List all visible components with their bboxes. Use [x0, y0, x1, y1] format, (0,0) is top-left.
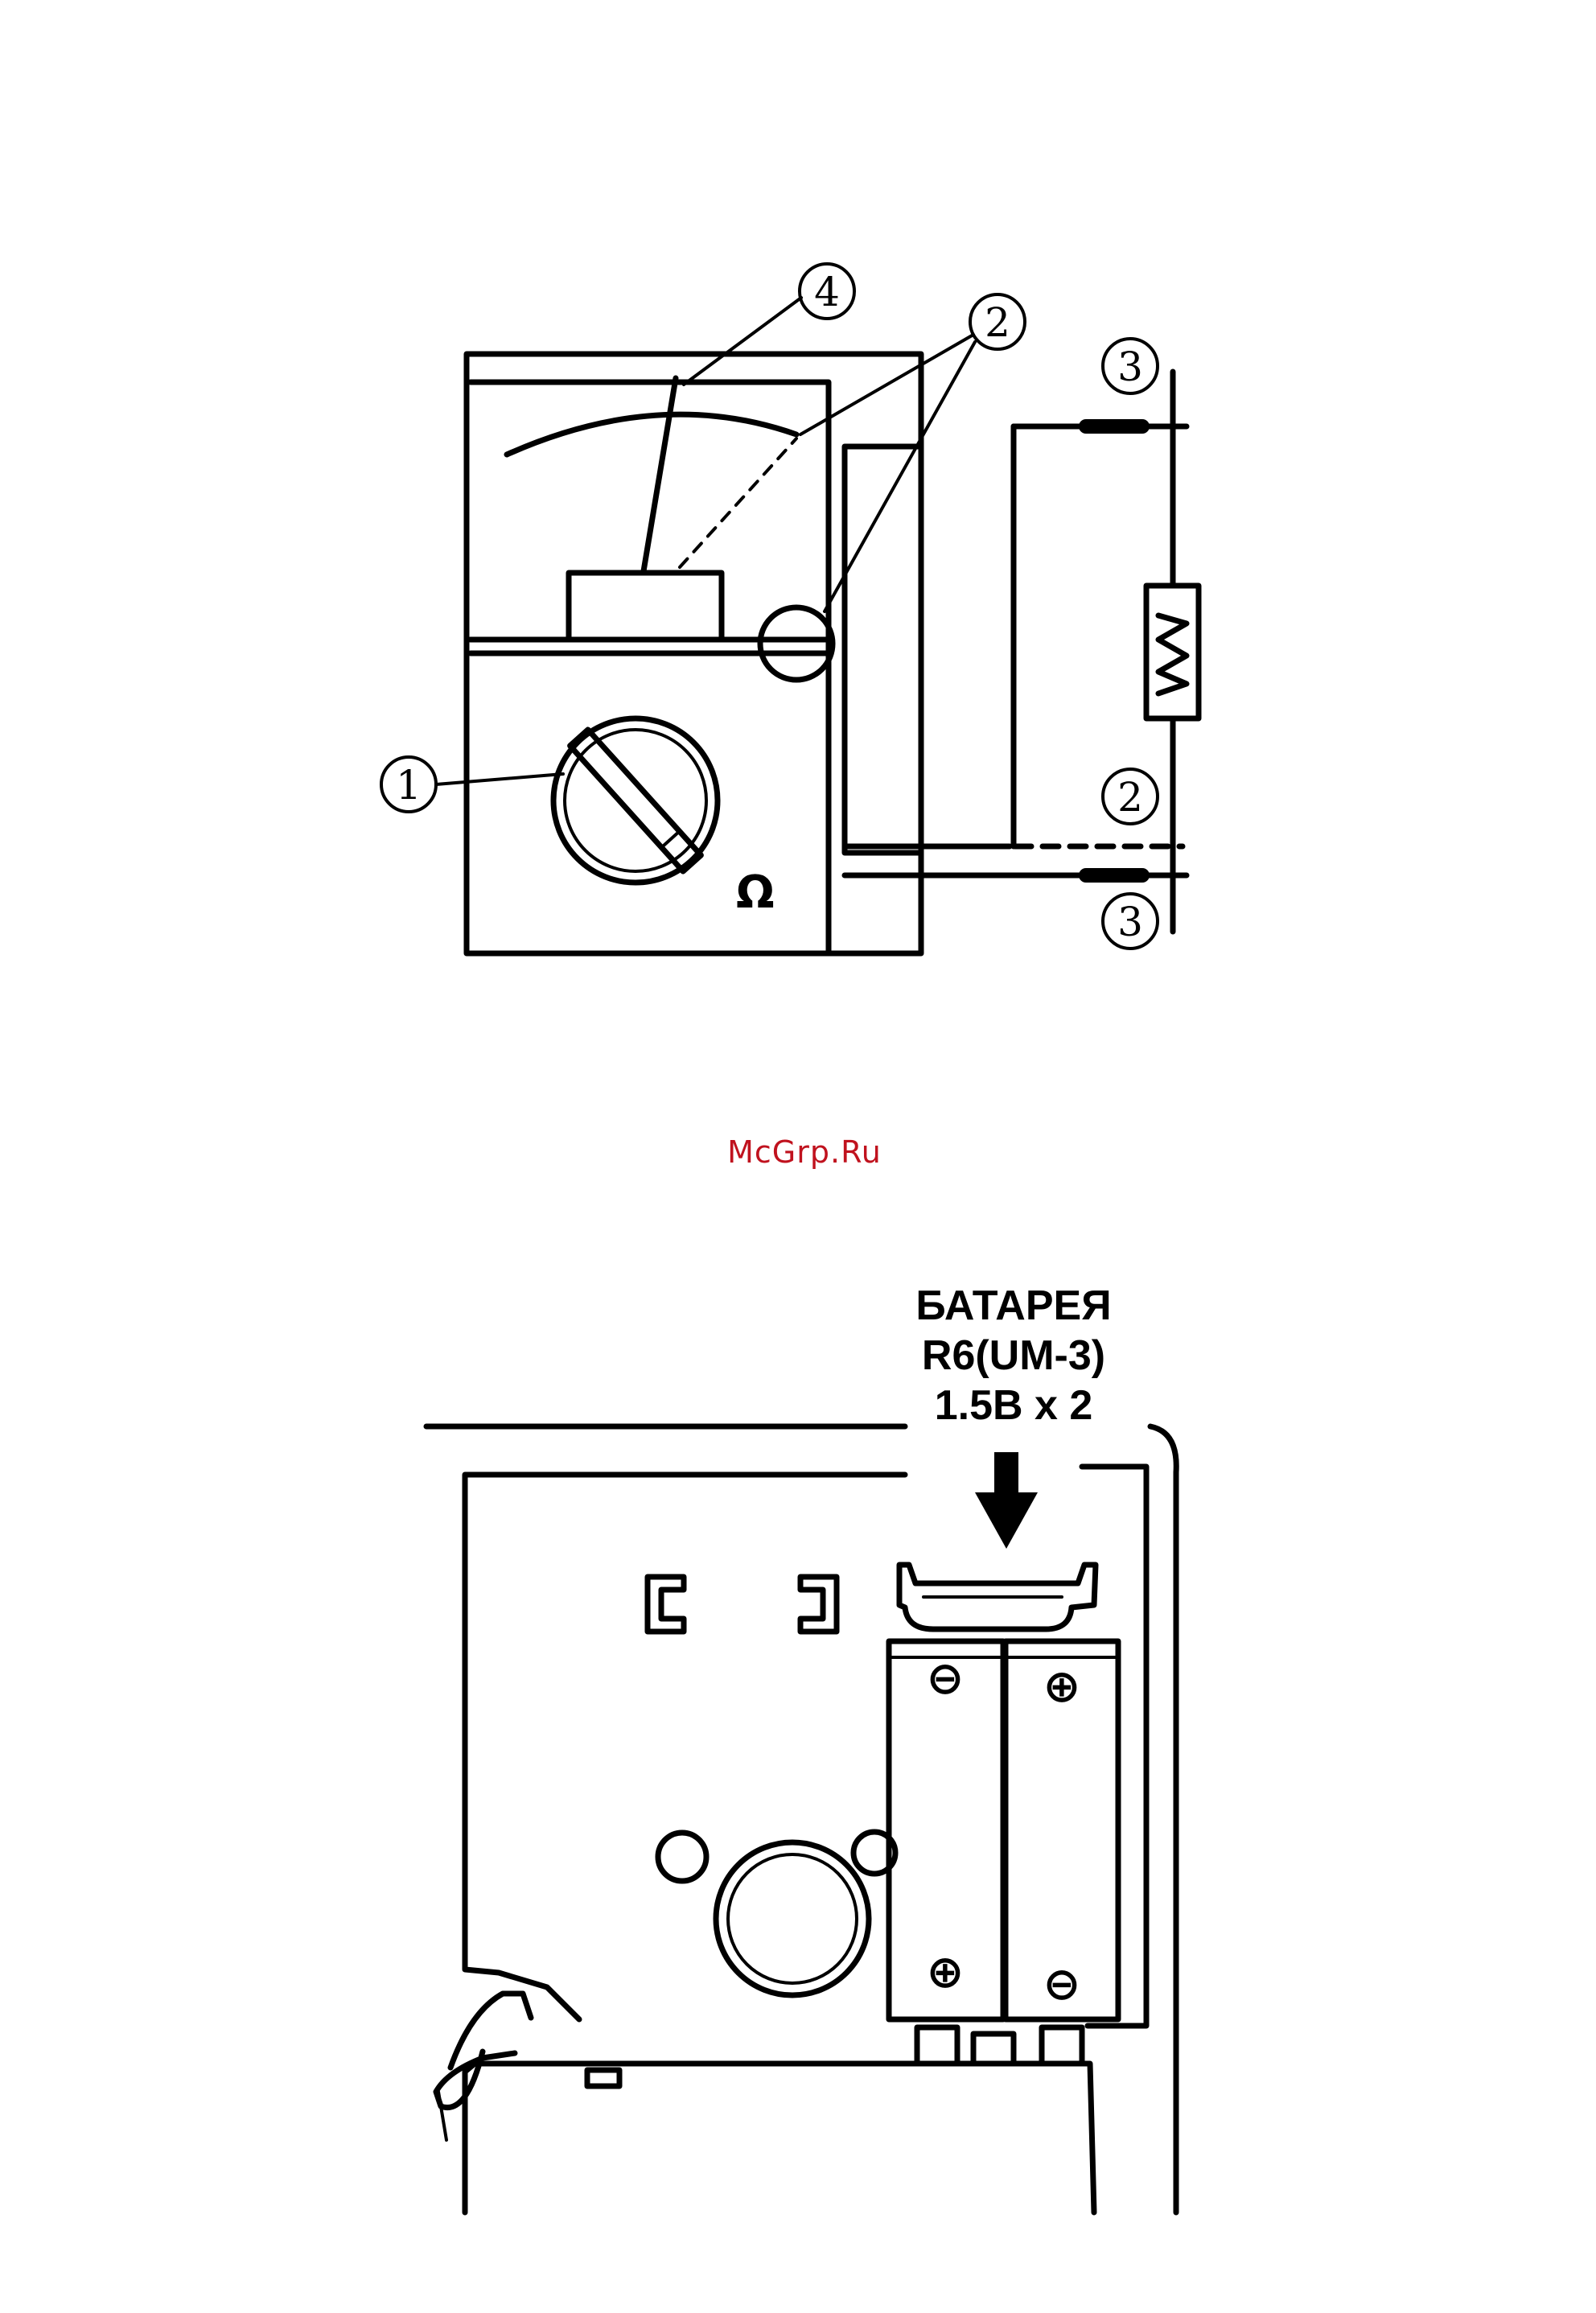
- callout-4: 4: [814, 269, 840, 315]
- zero-adjust-knob: [760, 607, 833, 680]
- battery-cell-right: [1006, 1641, 1118, 2019]
- callout-2-side: 2: [1117, 774, 1143, 821]
- ohm-meter-diagram: Ω 1 4 2 3 2: [0, 0, 1596, 1046]
- battery-clip: [899, 1565, 1096, 1629]
- dial-pointer: [570, 730, 701, 871]
- meter-scale-arc: [507, 414, 796, 455]
- battery-label-line3: 1.5В x 2: [877, 1381, 1150, 1430]
- callout-3-bottom: 3: [1117, 899, 1143, 945]
- polarity-minus-right: ⊖: [1043, 1958, 1081, 2010]
- ohm-symbol: Ω: [736, 866, 775, 919]
- battery-cell-left: [889, 1641, 1003, 2019]
- watermark: McGrp.Ru: [724, 1134, 885, 1170]
- slot-left: [648, 1577, 684, 1632]
- meter-window: [471, 382, 829, 640]
- needle-zero-position: [680, 438, 796, 567]
- battery-label: БАТАРЕЯ R6(UM-3) 1.5В x 2: [877, 1281, 1150, 1430]
- polarity-minus-left: ⊖: [927, 1652, 965, 1705]
- slot-right: [800, 1577, 837, 1632]
- hinge-hook: [436, 2052, 515, 2108]
- needle-pivot: [569, 573, 722, 640]
- speaker: [716, 1842, 869, 1995]
- callout-2-top: 2: [985, 299, 1010, 346]
- polarity-plus-right: ⊕: [1043, 1661, 1081, 1713]
- resistor: [1146, 586, 1199, 718]
- range-selector-dial: [553, 718, 718, 883]
- meter-needle: [644, 378, 676, 571]
- callout-1: 1: [396, 762, 422, 809]
- battery-label-line1: БАТАРЕЯ: [877, 1281, 1150, 1331]
- callout-3-top: 3: [1117, 344, 1143, 390]
- battery-label-line2: R6(UM-3): [877, 1331, 1150, 1381]
- insert-arrow: [994, 1452, 1018, 1496]
- case-lid: [465, 2064, 1094, 2212]
- polarity-plus-left: ⊕: [927, 1946, 965, 1998]
- meter-body-outline: [465, 1475, 905, 2019]
